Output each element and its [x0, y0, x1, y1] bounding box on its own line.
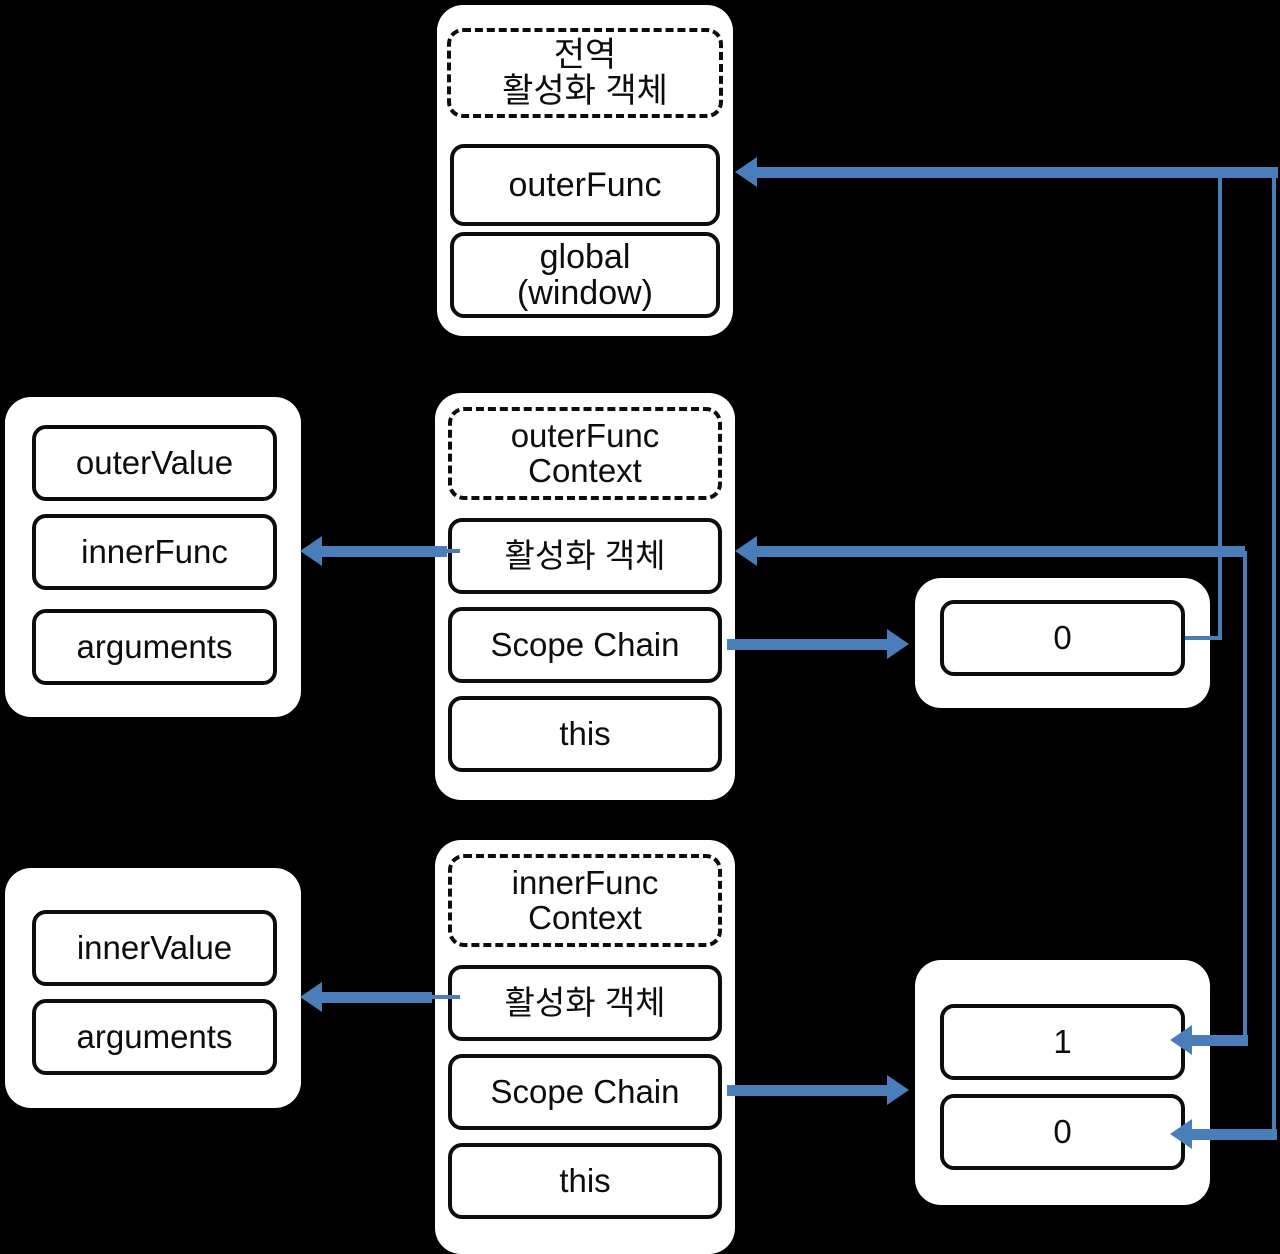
- outerfunc-context-panel: outerFunc Context 활성화 객체 Scope Chain thi…: [435, 393, 735, 800]
- innerfunc-slot-this[interactable]: this: [448, 1143, 722, 1219]
- outerfunc-context-header: outerFunc Context: [448, 407, 722, 500]
- connector-sc0-to-global-stub: [1185, 636, 1222, 640]
- connector-global-outerfunc-line: [757, 167, 1278, 178]
- inner-scope-chain-slot-0[interactable]: 0: [940, 1094, 1185, 1170]
- outerfunc-slot-this-label: this: [559, 714, 611, 752]
- inner-activation-object-panel: innerValue arguments: [5, 868, 301, 1108]
- global-slot-outerfunc-label: outerFunc: [508, 165, 662, 204]
- connector-outer-ao-to-vars-arrowhead: [300, 536, 322, 566]
- global-context-panel: 전역 활성화 객체 outerFunc global (window): [437, 5, 733, 336]
- innerfunc-context-header: innerFunc Context: [448, 854, 722, 947]
- connector-outer-ao-inbound-line: [757, 546, 1245, 557]
- global-context-header-line2: 활성화 객체: [502, 72, 668, 110]
- outerfunc-slot-scope-chain[interactable]: Scope Chain: [448, 607, 722, 683]
- global-slot-window-line2: (window): [516, 274, 654, 312]
- outerfunc-slot-this[interactable]: this: [448, 696, 722, 772]
- connector-inner-sc-to-array-arrowhead: [887, 1075, 909, 1105]
- inner-scope-chain-slot-1[interactable]: 1: [940, 1004, 1185, 1080]
- outerfunc-slot-scope-chain-label: Scope Chain: [490, 625, 680, 663]
- outerfunc-context-header-line2: Context: [528, 451, 642, 489]
- inner-ao-slot-arguments-label: arguments: [76, 1017, 233, 1055]
- innerfunc-context-panel: innerFunc Context 활성화 객체 Scope Chain thi…: [435, 840, 735, 1254]
- connector-outer-sc-to-array-arrowhead: [887, 629, 909, 659]
- global-slot-window-line1: global: [539, 237, 631, 276]
- connector-inner-ao-to-vars-stub: [425, 995, 460, 999]
- connector-inner-sc1-to-outer-ao-vertical: [1243, 551, 1247, 1041]
- inner-ao-slot-arguments[interactable]: arguments: [32, 999, 277, 1075]
- connector-inner-sc0-arrowhead: [1170, 1119, 1192, 1149]
- innerfunc-context-header-line2: Context: [528, 898, 642, 936]
- connector-inner-sc0-to-global-horizontal: [1185, 1129, 1277, 1140]
- global-slot-window[interactable]: global (window): [450, 232, 720, 318]
- connector-outer-sc-to-array-line: [727, 639, 887, 650]
- outer-ao-slot-outervalue[interactable]: outerValue: [32, 425, 277, 501]
- innerfunc-slot-this-label: this: [559, 1161, 611, 1199]
- inner-scope-chain-slot-1-label: 1: [1053, 1022, 1072, 1060]
- outer-scope-chain-panel: 0: [915, 578, 1210, 708]
- outer-scope-chain-slot-0[interactable]: 0: [940, 600, 1185, 676]
- innerfunc-context-header-line1: innerFunc: [511, 863, 659, 901]
- outerfunc-slot-activation-object[interactable]: 활성화 객체: [448, 518, 722, 594]
- connector-global-outerfunc-arrowhead: [735, 157, 757, 187]
- connector-inner-sc0-to-global-vertical: [1272, 172, 1276, 1135]
- inner-ao-slot-innervalue[interactable]: innerValue: [32, 910, 277, 986]
- inner-scope-chain-panel: 1 0: [915, 960, 1210, 1205]
- outerfunc-context-header-line1: outerFunc: [510, 416, 660, 454]
- connector-outer-ao-inbound-arrowhead: [735, 536, 757, 566]
- connector-outer-ao-to-vars-line: [322, 546, 447, 557]
- outerfunc-slot-activation-object-label: 활성화 객체: [504, 536, 666, 574]
- inner-scope-chain-slot-0-label: 0: [1053, 1112, 1072, 1150]
- innerfunc-slot-scope-chain-label: Scope Chain: [490, 1072, 680, 1110]
- outer-ao-slot-arguments-label: arguments: [76, 627, 233, 665]
- innerfunc-slot-activation-object-label: 활성화 객체: [504, 983, 666, 1021]
- connector-inner-sc1-arrowhead: [1170, 1025, 1192, 1055]
- outer-ao-slot-arguments[interactable]: arguments: [32, 609, 277, 685]
- connector-inner-ao-to-vars-arrowhead: [300, 982, 322, 1012]
- innerfunc-slot-scope-chain[interactable]: Scope Chain: [448, 1054, 722, 1130]
- outer-scope-chain-slot-0-label: 0: [1053, 618, 1072, 656]
- outer-ao-slot-outervalue-label: outerValue: [75, 443, 234, 481]
- connector-sc0-to-global-vertical: [1218, 172, 1222, 640]
- global-context-header-line1: 전역: [553, 35, 617, 74]
- connector-inner-sc1-to-outer-ao-horizontal: [1185, 1035, 1248, 1046]
- outer-activation-object-panel: outerValue innerFunc arguments: [5, 397, 301, 717]
- global-slot-outerfunc[interactable]: outerFunc: [450, 144, 720, 226]
- outer-ao-slot-innerfunc[interactable]: innerFunc: [32, 514, 277, 590]
- connector-outer-ao-to-vars-stub: [440, 549, 460, 553]
- innerfunc-slot-activation-object[interactable]: 활성화 객체: [448, 965, 722, 1041]
- global-context-header: 전역 활성화 객체: [447, 28, 723, 118]
- connector-inner-sc-to-array-line: [727, 1085, 887, 1096]
- outer-ao-slot-innerfunc-label: innerFunc: [81, 532, 228, 570]
- inner-ao-slot-innervalue-label: innerValue: [76, 928, 233, 966]
- connector-inner-ao-to-vars-line: [322, 992, 432, 1003]
